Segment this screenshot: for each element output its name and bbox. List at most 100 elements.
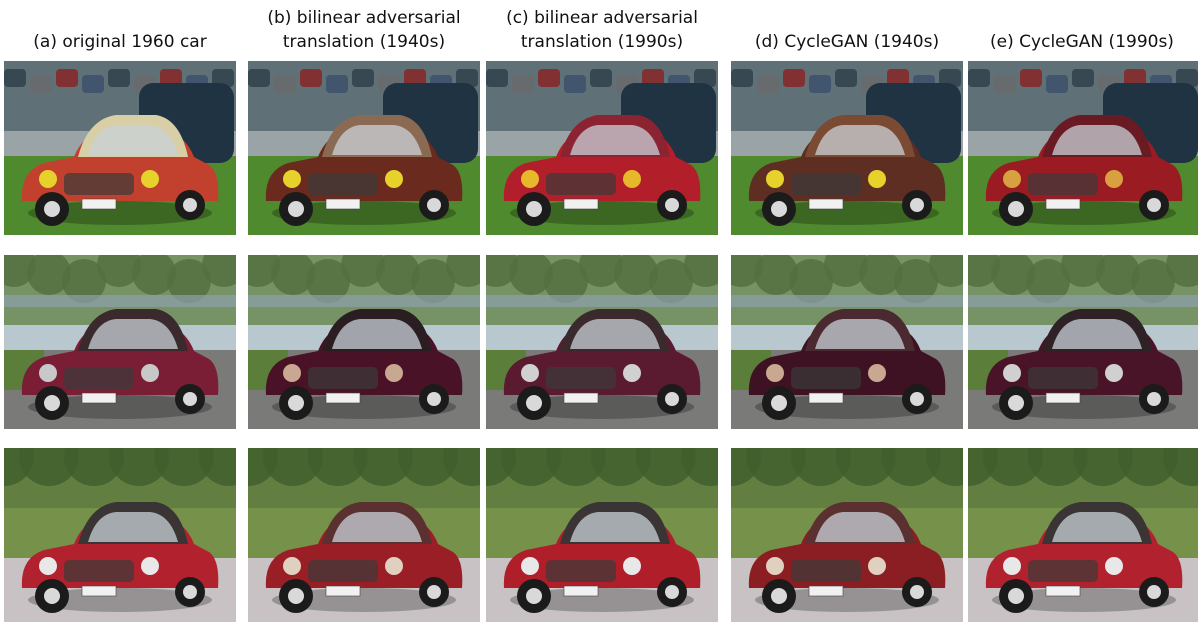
license-plate: [325, 585, 361, 597]
car-shadow: [992, 588, 1176, 612]
car-photo-image: [731, 61, 963, 235]
background-car: [30, 75, 52, 93]
car-wheel-hub: [526, 395, 542, 411]
car-headlight: [385, 170, 403, 188]
tree-foliage: [271, 255, 315, 295]
car-wheel-hub: [771, 588, 787, 604]
tree-foliage: [824, 255, 868, 287]
car-headlight: [1105, 557, 1123, 575]
tree-foliage: [27, 255, 71, 295]
car-headlight: [39, 557, 57, 575]
car-wheel-hub: [910, 585, 924, 599]
car-photo-image: [968, 61, 1198, 235]
car-photo-image: [731, 448, 963, 622]
tree-foliage: [1118, 448, 1178, 486]
car-grille: [546, 173, 616, 195]
tree-foliage: [926, 448, 963, 486]
car-windshield: [1052, 319, 1142, 349]
car-shadow: [755, 395, 939, 419]
tree-foliage: [199, 448, 236, 486]
car-wheel-hub: [1147, 392, 1161, 406]
car-headlight: [868, 364, 886, 382]
car-grille: [791, 560, 861, 582]
car-wheel-hub: [1008, 395, 1024, 411]
car-windshield: [88, 319, 178, 349]
car-photo-row1-a: [4, 61, 236, 235]
tree-foliage: [791, 448, 851, 486]
car-wheel-hub: [44, 395, 60, 411]
background-car: [486, 69, 508, 87]
car-grille: [546, 560, 616, 582]
car-grille: [546, 367, 616, 389]
column-header-c: (c) bilinear adversarial translation (19…: [506, 8, 698, 52]
car-wheel-hub: [44, 588, 60, 604]
background-car: [160, 69, 182, 87]
tree-foliage: [591, 448, 651, 486]
license-plate: [81, 392, 117, 404]
car-headlight: [766, 557, 784, 575]
car-windshield: [88, 512, 178, 542]
license-plate: [563, 198, 599, 210]
car-photo-image: [4, 448, 236, 622]
car-photo-image: [968, 255, 1198, 429]
tree-foliage: [1163, 448, 1198, 486]
car-windshield: [332, 125, 422, 155]
car-photo-row2-e: [968, 255, 1198, 429]
tree-foliage: [1131, 259, 1175, 303]
car-shadow: [28, 395, 212, 419]
car-headlight: [521, 170, 539, 188]
car-shadow: [992, 201, 1176, 225]
car-grille: [64, 560, 134, 582]
car-shadow: [510, 201, 694, 225]
car-grille: [308, 173, 378, 195]
car-headlight: [1105, 364, 1123, 382]
car-wheel-hub: [288, 201, 304, 217]
car-photo-row3-a: [4, 448, 236, 622]
background-car: [694, 69, 716, 87]
car-windshield: [88, 125, 178, 155]
tree-foliage: [443, 448, 480, 486]
car-grille: [308, 367, 378, 389]
background-car: [82, 75, 104, 93]
tree-foliage: [836, 448, 896, 486]
tree-foliage: [202, 255, 236, 287]
background-car: [404, 69, 426, 87]
car-shadow: [510, 395, 694, 419]
distant-cars: [486, 295, 718, 307]
car-photo-image: [486, 61, 718, 235]
license-plate: [325, 198, 361, 210]
tree-foliage: [544, 259, 588, 303]
tree-foliage: [649, 259, 693, 303]
car-headlight: [1003, 364, 1021, 382]
background-car: [887, 69, 909, 87]
car-headlight: [283, 170, 301, 188]
car-photo-image: [486, 255, 718, 429]
license-plate: [325, 392, 361, 404]
tree-foliage: [132, 255, 176, 295]
car-wheel-hub: [183, 198, 197, 212]
car-shadow: [28, 201, 212, 225]
car-wheel-hub: [288, 588, 304, 604]
background-car: [456, 69, 478, 87]
tree-foliage: [1061, 255, 1105, 287]
tree-foliage: [341, 255, 385, 287]
car-windshield: [815, 319, 905, 349]
car-wheel-hub: [665, 585, 679, 599]
tree-foliage: [1026, 259, 1070, 303]
tree-foliage: [308, 448, 368, 486]
car-headlight: [141, 170, 159, 188]
background-car: [352, 69, 374, 87]
tree-foliage: [881, 448, 941, 486]
car-photo-image: [968, 448, 1198, 622]
car-windshield: [332, 319, 422, 349]
car-grille: [64, 173, 134, 195]
car-shadow: [510, 588, 694, 612]
tree-foliage: [1096, 255, 1140, 295]
background-car: [512, 75, 534, 93]
car-photo-row2-d: [731, 255, 963, 429]
tree-foliage: [894, 259, 938, 303]
background-car: [1046, 75, 1068, 93]
car-wheel-hub: [771, 201, 787, 217]
license-plate: [563, 585, 599, 597]
car-grille: [64, 367, 134, 389]
